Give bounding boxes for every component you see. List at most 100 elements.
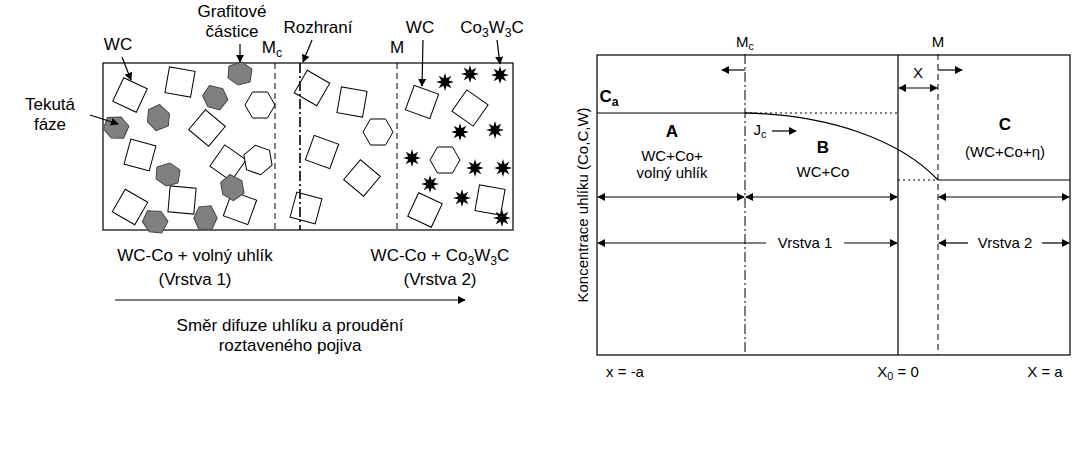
layer-label: Vrstva 2 <box>975 234 1035 251</box>
wc-grain <box>305 135 338 168</box>
graphite-particle <box>216 171 249 204</box>
concentration-label: Ca <box>599 87 618 107</box>
text-run: X <box>877 363 887 380</box>
flux-arrow <box>772 130 796 131</box>
wc-grain <box>430 147 460 173</box>
m-line <box>938 54 939 355</box>
graphite-particle <box>228 62 252 85</box>
graphite-particle <box>102 113 131 141</box>
layer-arrow <box>939 242 968 243</box>
text-run: Tekutá fáze <box>25 95 75 134</box>
graphite-particle <box>199 82 231 114</box>
mc-line <box>275 63 276 230</box>
wc-grain <box>475 185 505 215</box>
subscript: c <box>749 41 754 53</box>
eta-particle <box>461 65 479 83</box>
zone-letter: C <box>999 115 1011 135</box>
origin-line <box>897 55 898 355</box>
graphite-particle <box>140 207 170 237</box>
eta-particle <box>494 159 512 177</box>
eta-particle <box>403 149 421 167</box>
wc-grain <box>112 189 148 225</box>
wc-grain <box>124 139 156 171</box>
wc-grain <box>245 92 275 118</box>
wc-grain <box>344 160 381 197</box>
zone-letter: B <box>817 138 829 158</box>
direction-caption: Směr difuze uhlíku a proudění roztavenéh… <box>159 316 421 355</box>
axis-tick-label: X0 = 0 <box>877 363 918 380</box>
subscript: 3 <box>505 26 512 40</box>
text-run: C <box>599 87 611 106</box>
text-run: WC-Co + volný uhlík <box>117 246 272 265</box>
graphite-particle <box>192 204 219 232</box>
text-run: Směr difuze uhlíku a proudění roztavenéh… <box>177 316 404 355</box>
front-arrow <box>722 69 745 70</box>
subscript: c <box>276 46 282 60</box>
layer-label: (Vrstva 2) <box>403 270 476 290</box>
layer-label: (Vrstva 1) <box>158 270 231 290</box>
eta-phase-particles <box>403 65 512 227</box>
chart-frame <box>597 55 1070 355</box>
text-run: C <box>999 115 1011 134</box>
text-run: X = a <box>1027 363 1062 380</box>
sample-box <box>103 63 513 230</box>
front-label: M <box>932 33 945 50</box>
text-run: X <box>913 64 923 81</box>
subscript: 3 <box>467 254 474 268</box>
phase-label: Grafitové částice <box>177 2 287 41</box>
text-run: Vrstva 2 <box>978 234 1032 251</box>
zone-phases: WC+Co <box>797 163 850 180</box>
eta-particle <box>491 66 509 84</box>
text-run: B <box>817 138 829 157</box>
eta-particle <box>466 159 484 177</box>
text-run: WC+Co+ volný uhlík <box>637 147 708 181</box>
wc-grain <box>408 193 443 228</box>
text-run: M <box>390 38 404 57</box>
zone-letter: A <box>666 122 678 142</box>
wc-grain <box>337 87 367 117</box>
eta-particle <box>486 121 504 139</box>
layer-label: Vrstva 1 <box>775 234 835 251</box>
wc-grain <box>113 78 148 113</box>
x-dimension <box>899 87 937 88</box>
wc-grain <box>290 192 322 224</box>
leader-arrow <box>497 40 500 64</box>
wc-grain <box>165 67 195 97</box>
wc-grain <box>168 186 196 214</box>
c-level <box>938 179 1070 180</box>
profile-chart <box>597 54 1070 355</box>
front-label: Mc <box>262 38 282 58</box>
zone-arrow <box>746 196 897 197</box>
subscript: 0 <box>887 371 893 383</box>
text-run: (Vrstva 1) <box>158 270 231 289</box>
leader-arrows <box>90 40 500 300</box>
phase-label: WC <box>104 35 132 55</box>
axis-tick-label: X = a <box>1027 363 1062 380</box>
zone-phases: WC+Co+ volný uhlík <box>627 147 717 182</box>
layer-arrow <box>1042 242 1069 243</box>
axis-label: Koncentrace uhlíku (Co,C,W) <box>574 107 591 302</box>
eta-particle <box>436 73 454 91</box>
direction-arrow <box>115 299 465 300</box>
text-run: = 0 <box>893 363 918 380</box>
wc-grain <box>405 85 438 118</box>
text-run: M <box>262 38 276 57</box>
subscript: 3 <box>482 26 489 40</box>
text-run: C <box>512 18 524 37</box>
text-run: Rozhraní <box>284 18 353 37</box>
graphite-particle <box>142 102 174 134</box>
c-dotted <box>898 180 938 181</box>
leader-arrow <box>239 44 240 62</box>
layer-arrow <box>844 242 897 243</box>
phase-label: Tekutá fáze <box>14 95 86 134</box>
text-run: WC <box>406 18 434 37</box>
leader-arrow <box>90 115 118 124</box>
layer-arrow <box>598 242 766 243</box>
text-run: J <box>754 121 762 138</box>
text-run: Vrstva 1 <box>778 234 832 251</box>
text-run: C <box>497 246 509 265</box>
ca-dotted <box>745 113 898 114</box>
text-run: (WC+Co+η) <box>965 143 1045 160</box>
